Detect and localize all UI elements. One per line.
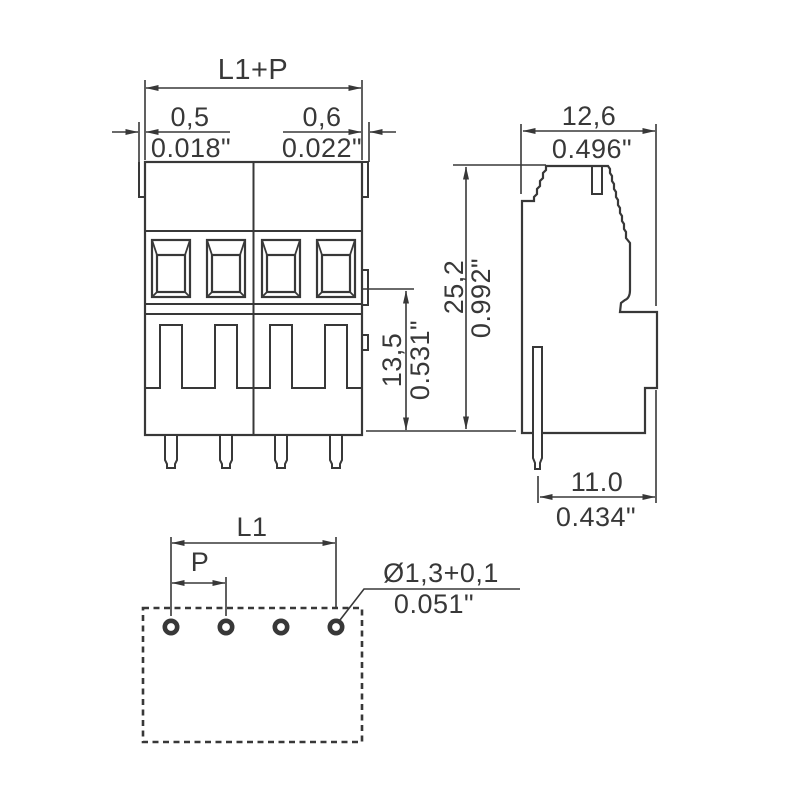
pin-hole-4 <box>327 618 345 636</box>
dim-clamp-height-in: 0.531" <box>405 320 435 400</box>
pin-hole-2 <box>217 618 235 636</box>
front-right-dovetail-upper <box>362 269 369 306</box>
dim-pitch-label: P <box>191 547 210 577</box>
wire-comb-outline <box>145 324 362 389</box>
bottom-view: L1 P Ø1,3+0,1 0.051" <box>141 512 520 744</box>
solder-pin-2 <box>219 434 233 469</box>
bottom-footprint-outline <box>141 606 364 744</box>
dim-clamp-height: 13,5 0.531" <box>363 288 435 431</box>
front-right-dovetail-lower <box>362 334 369 351</box>
pin-hole-3 <box>272 618 290 636</box>
dim-pitch: P <box>171 547 227 616</box>
dim-side-height-in: 0.992" <box>466 258 496 338</box>
dim-hole-leader <box>339 588 520 621</box>
side-body-outline <box>520 164 659 435</box>
dim-side-width: 12,6 0.496" <box>520 101 657 306</box>
screw-terminal-1 <box>150 238 192 299</box>
side-view: 12,6 0.496" 25,2 0.992" 11.0 0.434" <box>439 101 659 532</box>
dim-clamp-height-mm: 13,5 <box>377 333 407 388</box>
dim-hole-mm: Ø1,3+0,1 <box>383 558 499 588</box>
side-top-slot <box>591 166 603 195</box>
dim-side-width-in: 0.496" <box>552 134 632 164</box>
screw-terminal-2 <box>205 238 247 299</box>
dim-l1-label: L1 <box>236 512 267 542</box>
front-left-tab <box>138 162 145 198</box>
dim-hole-in: 0.051" <box>394 589 474 619</box>
dim-side-width-mm: 12,6 <box>562 101 617 131</box>
side-solder-pin <box>532 346 543 470</box>
solder-pin-4 <box>329 434 343 469</box>
dim-hole-diameter: Ø1,3+0,1 0.051" <box>339 558 520 621</box>
dim-wall-right-in: 0.022" <box>282 133 362 163</box>
dim-side-height-mm: 25,2 <box>439 260 469 315</box>
pin-hole-1 <box>162 618 180 636</box>
dim-wall-left-in: 0.018" <box>151 133 231 163</box>
dim-l1p-label: L1+P <box>218 54 289 86</box>
dim-wall-left-mm: 0,5 <box>170 102 209 132</box>
screw-terminal-4 <box>315 238 357 299</box>
dim-pin-offset: 11.0 0.434" <box>537 390 657 532</box>
front-right-tab <box>362 161 369 198</box>
dim-pin-offset-in: 0.434" <box>556 502 636 532</box>
dim-l1: L1 <box>170 512 337 616</box>
solder-pin-1 <box>164 434 178 469</box>
dim-l1p: L1+P <box>144 54 363 160</box>
dim-wall-left: 0,5 0.018" <box>112 102 231 163</box>
dim-wall-right-mm: 0,6 <box>302 102 341 132</box>
dim-wall-right: 0,6 0.022" <box>282 102 396 163</box>
dim-pin-offset-mm: 11.0 <box>571 467 624 497</box>
front-view: L1+P 0,5 0.018" 0,6 0.022" 13,5 0.531" <box>112 54 435 469</box>
dim-side-height: 25,2 0.992" <box>439 164 546 430</box>
solder-pin-3 <box>274 434 288 469</box>
screw-terminal-3 <box>260 238 302 299</box>
